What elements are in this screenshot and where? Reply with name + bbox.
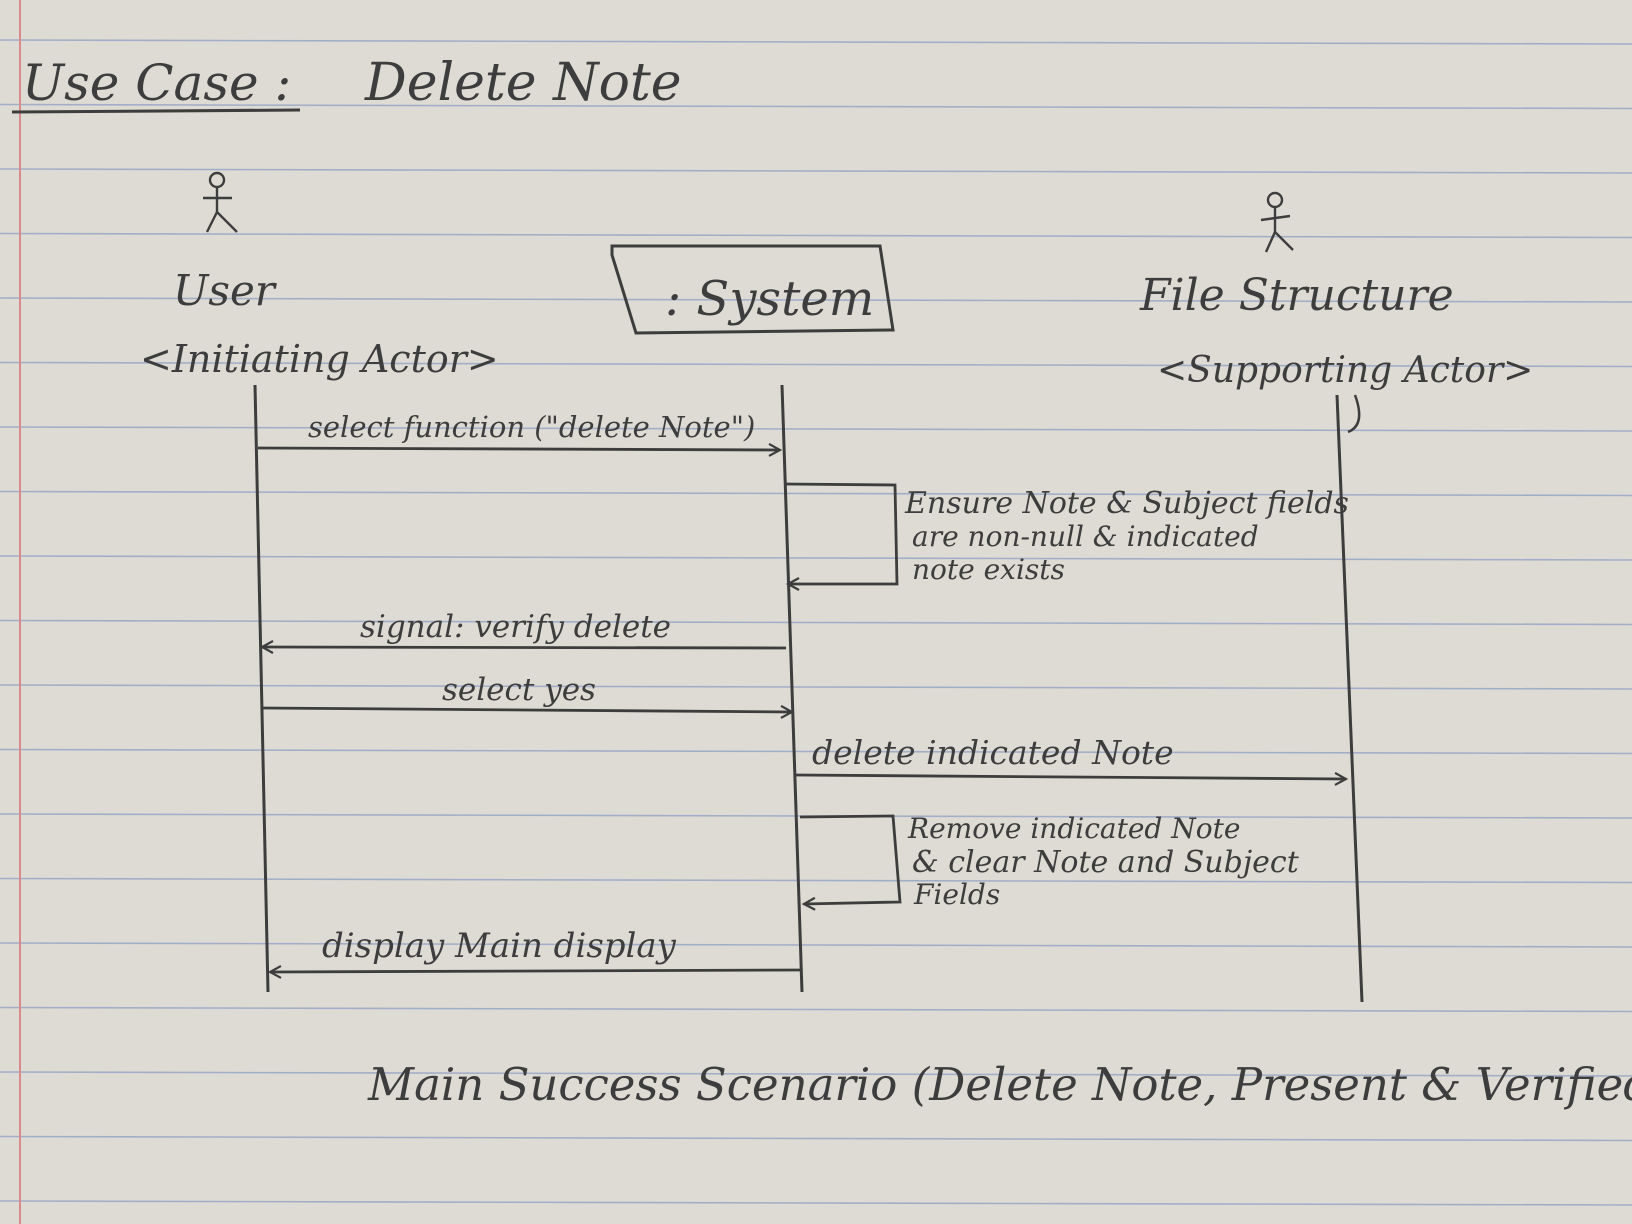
lifeline-user (253, 384, 270, 993)
ruled-line (0, 297, 1632, 303)
heading-underline (11, 108, 301, 114)
self-call-remove-note (799, 814, 902, 904)
message-label-display-main: display Main display (322, 926, 677, 966)
ruled-line (0, 748, 1632, 755)
message-label-select-function: select function ("delete Note") (308, 410, 755, 444)
scenario-caption: Main Success Scenario (Delete Note, Pres… (367, 1058, 1632, 1111)
self-call-validation (783, 482, 899, 584)
actor-user-name: User (173, 266, 278, 315)
message-label-select-yes: select yes (442, 672, 596, 708)
message-arrow-select-yes (261, 708, 792, 712)
ruled-line (0, 39, 1632, 45)
ruled-line (0, 684, 1632, 690)
self-call-remove-note-line-2: & clear Note and Subject (912, 845, 1300, 880)
self-call-validation-line-3: note exists (912, 553, 1065, 586)
actor-file-structure-role: <Supporting Actor> (1157, 350, 1533, 391)
use-case-name: Delete Note (364, 53, 682, 113)
message-arrow-select-function (257, 448, 780, 450)
actor-user-role: <Initiating Actor> (140, 337, 499, 381)
ruled-line (0, 877, 1632, 884)
system-box (610, 244, 895, 335)
ruled-line (0, 232, 1632, 239)
ruled-line (0, 1135, 1632, 1142)
ruled-line (0, 555, 1632, 561)
lifeline-file-structure (1335, 394, 1364, 1003)
message-arrow-display-main (270, 970, 801, 972)
ruled-line (0, 1200, 1632, 1206)
self-call-validation-line-1: Ensure Note & Subject fields (904, 486, 1349, 521)
system-label: : System (665, 271, 874, 327)
message-arrow-delete-indicated-note (795, 775, 1346, 779)
ruled-line (0, 1071, 1632, 1077)
ruled-line (0, 942, 1632, 948)
message-label-verify-delete: signal: verify delete (360, 609, 671, 645)
lifeline-system (780, 384, 804, 993)
ruled-line (0, 168, 1632, 174)
ruled-line (0, 361, 1632, 368)
stick-figure-icon-user (203, 171, 238, 233)
message-label-delete-indicated-note: delete indicated Note (812, 733, 1174, 772)
stick-figure-icon-file-structure (1260, 191, 1294, 253)
ruled-line (0, 103, 1632, 110)
self-call-validation-line-2: are non-null & indicated (912, 520, 1259, 553)
heading-prefix: Use Case : (22, 54, 291, 112)
ruled-line (0, 619, 1632, 626)
file-structure-activation-tick (1347, 394, 1361, 434)
self-call-remove-note-line-1: Remove indicated Note (907, 812, 1240, 845)
actor-file-structure-name: File Structure (1139, 270, 1454, 321)
ruled-paper-lines (0, 39, 1632, 1206)
ruled-line (0, 1006, 1632, 1013)
ruled-line (0, 490, 1632, 497)
ruled-line (0, 426, 1632, 432)
self-call-remove-note-line-3: Fields (913, 878, 1000, 911)
message-arrow-verify-delete (262, 647, 787, 648)
